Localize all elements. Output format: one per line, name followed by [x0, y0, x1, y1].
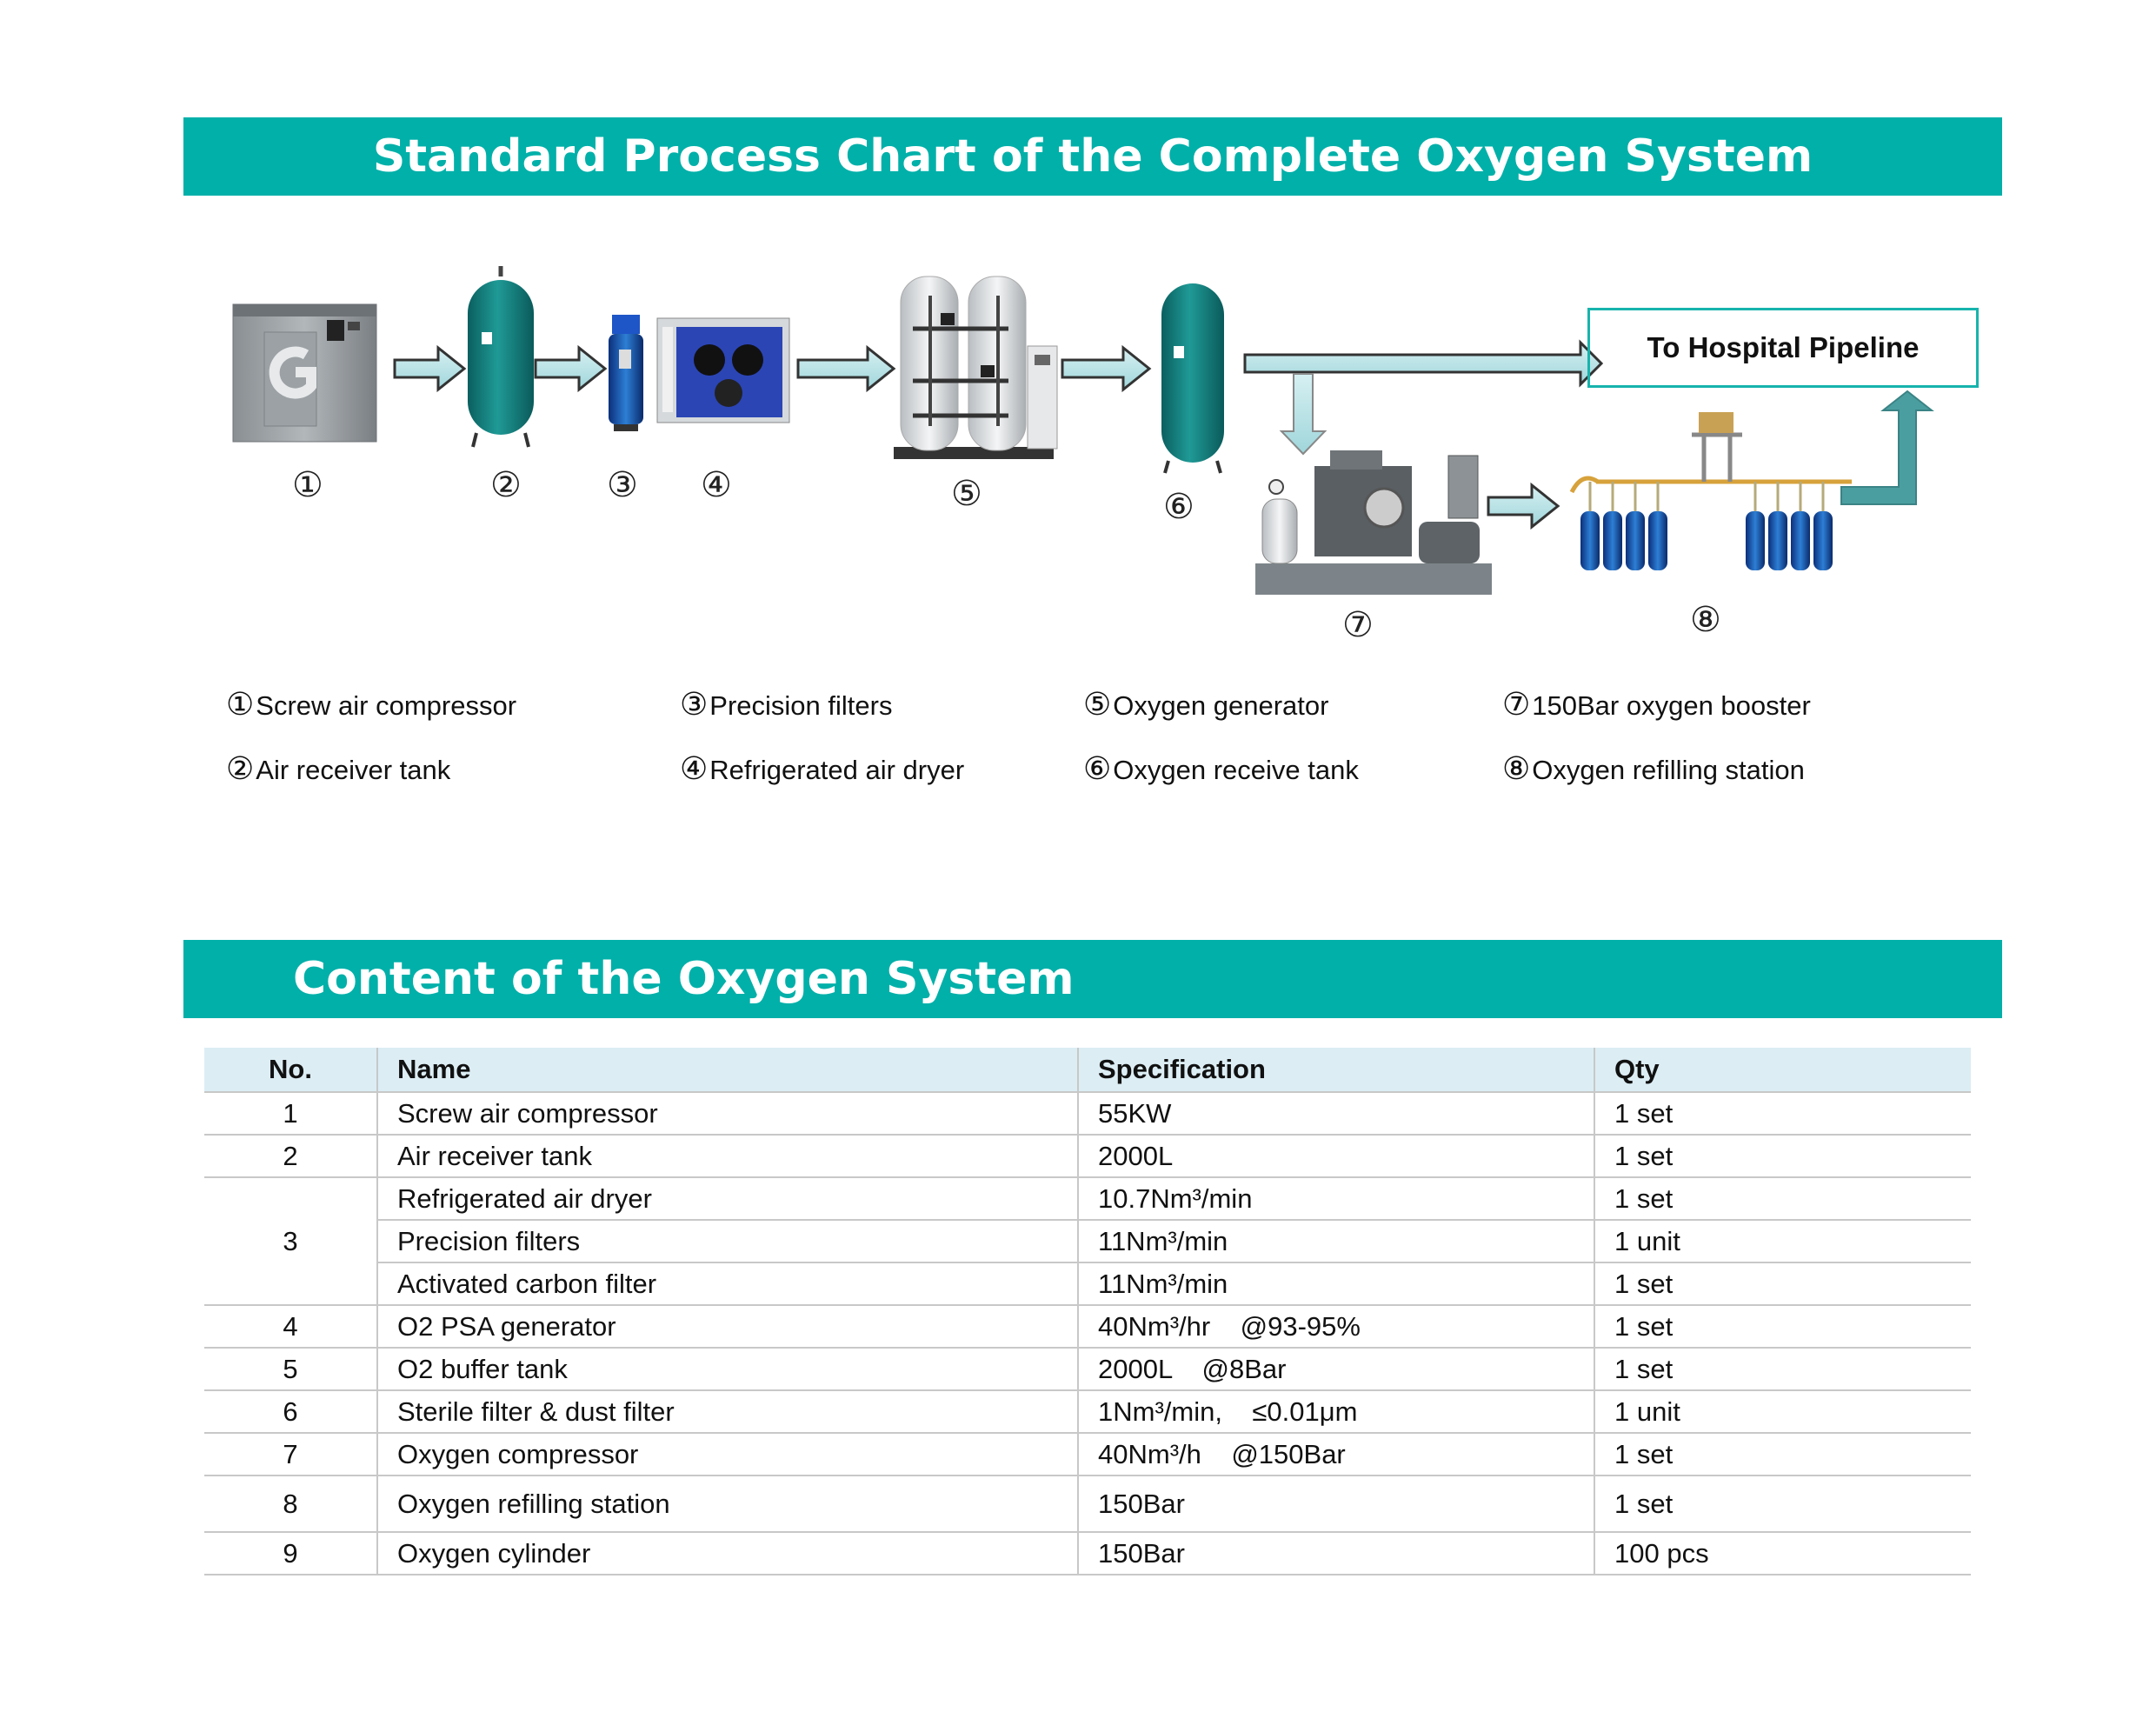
legend-item: ③Precision filters: [680, 687, 893, 723]
cell-spec: 150Bar: [1078, 1476, 1595, 1533]
header-qty: Qty: [1594, 1048, 1971, 1093]
cell-spec: 11Nm³/min: [1078, 1220, 1595, 1263]
table-row: 1 Screw air compressor 55KW 1 set: [204, 1092, 1971, 1136]
screw-air-compressor-illustration: [232, 303, 377, 443]
legend-item: ⑧Oxygen refilling station: [1502, 751, 1805, 787]
cell-qty: 100 pcs: [1594, 1532, 1971, 1575]
refrigerated-air-dryer-illustration: [656, 317, 790, 423]
header-no: No.: [204, 1048, 378, 1093]
content-section-title: Content of the Oxygen System: [183, 940, 2002, 1018]
flow-arrow: [796, 344, 896, 393]
cell-name: Refrigerated air dryer: [377, 1177, 1079, 1221]
cell-qty: 1 set: [1594, 1476, 1971, 1533]
flow-arrow-down: [1279, 373, 1328, 456]
table-row: 7 Oxygen compressor 40Nm³/h @150Bar 1 se…: [204, 1433, 1971, 1476]
cell-spec: 11Nm³/min: [1078, 1262, 1595, 1306]
cell-qty: 1 set: [1594, 1433, 1971, 1476]
header-spec: Specification: [1078, 1048, 1595, 1093]
precision-filter-illustration: [609, 315, 643, 431]
cell-name: Precision filters: [377, 1220, 1079, 1263]
table-row: 8 Oxygen refilling station 150Bar 1 set: [204, 1476, 1971, 1533]
cell-name: Sterile filter & dust filter: [377, 1390, 1079, 1434]
cell-spec: 150Bar: [1078, 1532, 1595, 1575]
cell-spec: 2000L: [1078, 1135, 1595, 1178]
legend-item: ④Refrigerated air dryer: [680, 751, 965, 787]
cell-no: 8: [204, 1476, 378, 1533]
cell-name: Air receiver tank: [377, 1135, 1079, 1178]
cell-qty: 1 set: [1594, 1092, 1971, 1136]
cell-name: O2 buffer tank: [377, 1348, 1079, 1391]
step-marker-3: ③: [607, 465, 638, 505]
cell-spec: 40Nm³/hr @93-95%: [1078, 1305, 1595, 1349]
cell-spec: 2000L @8Bar: [1078, 1348, 1595, 1391]
cell-no: 1: [204, 1092, 378, 1136]
step-marker-5: ⑤: [951, 474, 982, 514]
air-receiver-tank-illustration: [468, 266, 534, 448]
step-marker-2: ②: [490, 465, 522, 505]
cell-name: O2 PSA generator: [377, 1305, 1079, 1349]
oxygen-receive-tank-illustration: [1161, 283, 1224, 474]
process-diagram: [232, 266, 1934, 595]
cell-spec: 55KW: [1078, 1092, 1595, 1136]
cell-no: 3: [204, 1177, 378, 1306]
content-table: No. Name Specification Qty 1 Screw air c…: [204, 1048, 1971, 1575]
cell-qty: 1 set: [1594, 1135, 1971, 1178]
table-row: 5 O2 buffer tank 2000L @8Bar 1 set: [204, 1348, 1971, 1391]
cell-qty: 1 set: [1594, 1262, 1971, 1306]
header-name: Name: [377, 1048, 1079, 1093]
flow-arrow-to-pipeline: [1243, 339, 1604, 388]
table-header-row: No. Name Specification Qty: [204, 1048, 1971, 1093]
cell-name: Activated carbon filter: [377, 1262, 1079, 1306]
cell-no: 9: [204, 1532, 378, 1575]
cell-no: 7: [204, 1433, 378, 1476]
step-marker-1: ①: [292, 465, 323, 505]
table-row: 9 Oxygen cylinder 150Bar 100 pcs: [204, 1532, 1971, 1575]
table-row: 4 O2 PSA generator 40Nm³/hr @93-95% 1 se…: [204, 1305, 1971, 1349]
cell-qty: 1 unit: [1594, 1220, 1971, 1263]
process-chart-title: Standard Process Chart of the Complete O…: [183, 117, 2002, 196]
flow-arrow: [1487, 482, 1560, 530]
flow-arrow: [393, 344, 467, 393]
table-row: 6 Sterile filter & dust filter 1Nm³/min,…: [204, 1390, 1971, 1434]
step-marker-7: ⑦: [1342, 605, 1374, 645]
cell-no: 6: [204, 1390, 378, 1434]
cell-no: 4: [204, 1305, 378, 1349]
cell-no: 2: [204, 1135, 378, 1178]
cell-name: Oxygen compressor: [377, 1433, 1079, 1476]
step-marker-6: ⑥: [1163, 487, 1194, 527]
cell-spec: 1Nm³/min, ≤0.01μm: [1078, 1390, 1595, 1434]
oxygen-generator-illustration: [894, 276, 1058, 459]
cell-qty: 1 unit: [1594, 1390, 1971, 1434]
cell-no: 5: [204, 1348, 378, 1391]
flow-arrow: [534, 344, 608, 393]
legend-item: ⑤Oxygen generator: [1083, 687, 1329, 723]
legend-item: ⑥Oxygen receive tank: [1083, 751, 1359, 787]
table-row: 3 Refrigerated air dryer 10.7Nm³/min 1 s…: [204, 1177, 1971, 1306]
flow-arrow: [1061, 344, 1152, 393]
cell-name: Screw air compressor: [377, 1092, 1079, 1136]
oxygen-booster-illustration: [1255, 450, 1492, 595]
cell-qty: 1 set: [1594, 1348, 1971, 1391]
hospital-pipeline-label: To Hospital Pipeline: [1587, 308, 1979, 388]
cell-name: Oxygen refilling station: [377, 1476, 1079, 1533]
table-row: Precision filters 11Nm³/min 1 unit: [204, 1220, 1971, 1263]
flow-arrow-up-to-pipeline: [1840, 390, 1934, 505]
cell-qty: 1 set: [1594, 1177, 1971, 1221]
oxygen-refilling-station-illustration: [1569, 412, 1852, 570]
table-row: 2 Air receiver tank 2000L 1 set: [204, 1135, 1971, 1178]
table-row: Activated carbon filter 11Nm³/min 1 set: [204, 1262, 1971, 1306]
step-marker-8: ⑧: [1690, 600, 1721, 640]
legend-item: ②Air receiver tank: [226, 751, 451, 787]
cell-qty: 1 set: [1594, 1305, 1971, 1349]
cell-spec: 40Nm³/h @150Bar: [1078, 1433, 1595, 1476]
legend-item: ①Screw air compressor: [226, 687, 517, 723]
cell-name: Oxygen cylinder: [377, 1532, 1079, 1575]
step-marker-4: ④: [701, 465, 732, 505]
legend-item: ⑦150Bar oxygen booster: [1502, 687, 1811, 723]
cell-spec: 10.7Nm³/min: [1078, 1177, 1595, 1221]
